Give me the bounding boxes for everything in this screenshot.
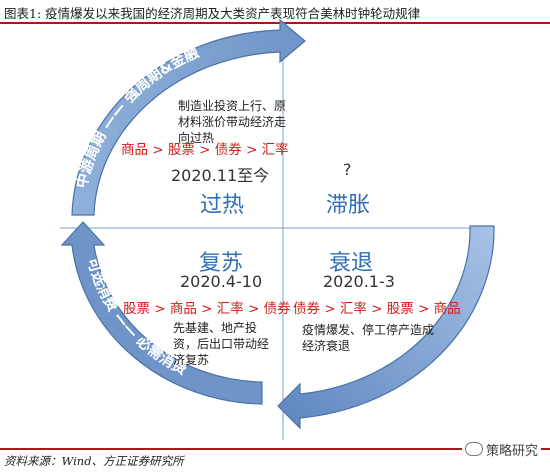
recession-note: 疫情爆发、停工停产造成经济衰退 [302, 323, 435, 353]
recovery-note: 先基建、地产投资，后出口带动经济复苏 [173, 321, 270, 367]
recovery-title: 复苏 [199, 251, 244, 276]
overheat-title: 过热 [200, 193, 245, 218]
recession-asset-order: 债券 > 汇率 > 股票 > 商品 [293, 301, 461, 317]
recovery-period: 2020.4-10 [180, 272, 263, 291]
arrow-right [277, 225, 495, 430]
overheat-note: 制造业投资上行、原材料涨价带动经济走向过热 [178, 99, 287, 145]
stagflation-title: 滞胀 [326, 193, 371, 218]
arrow-top-left [71, 18, 306, 216]
watermark: 策略研究 [462, 440, 542, 459]
source-note: 资料来源：Wind、方正证券研究所 [4, 454, 184, 468]
overheat-period: 2020.11至今 [171, 166, 270, 185]
wechat-icon [465, 442, 483, 456]
recession-period: 2020.1-3 [323, 272, 395, 291]
recovery-asset-order: 股票 > 商品 > 汇率 > 债券 [123, 301, 291, 317]
recession-title: 衰退 [329, 251, 374, 276]
watermark-label: 策略研究 [486, 444, 539, 459]
overheat-asset-order: 商品 > 股票 > 债券 > 汇率 [121, 142, 289, 158]
footer-rule [0, 448, 550, 450]
arrow-bottom-left [60, 221, 263, 405]
stagflation-period: ? [343, 160, 352, 179]
title-bar: 图表1: 疫情爆发以来我国的经济周期及大类资产表现符合美林时钟轮动规律 [0, 0, 550, 24]
figure-title: 图表1: 疫情爆发以来我国的经济周期及大类资产表现符合美林时钟轮动规律 [4, 6, 421, 21]
